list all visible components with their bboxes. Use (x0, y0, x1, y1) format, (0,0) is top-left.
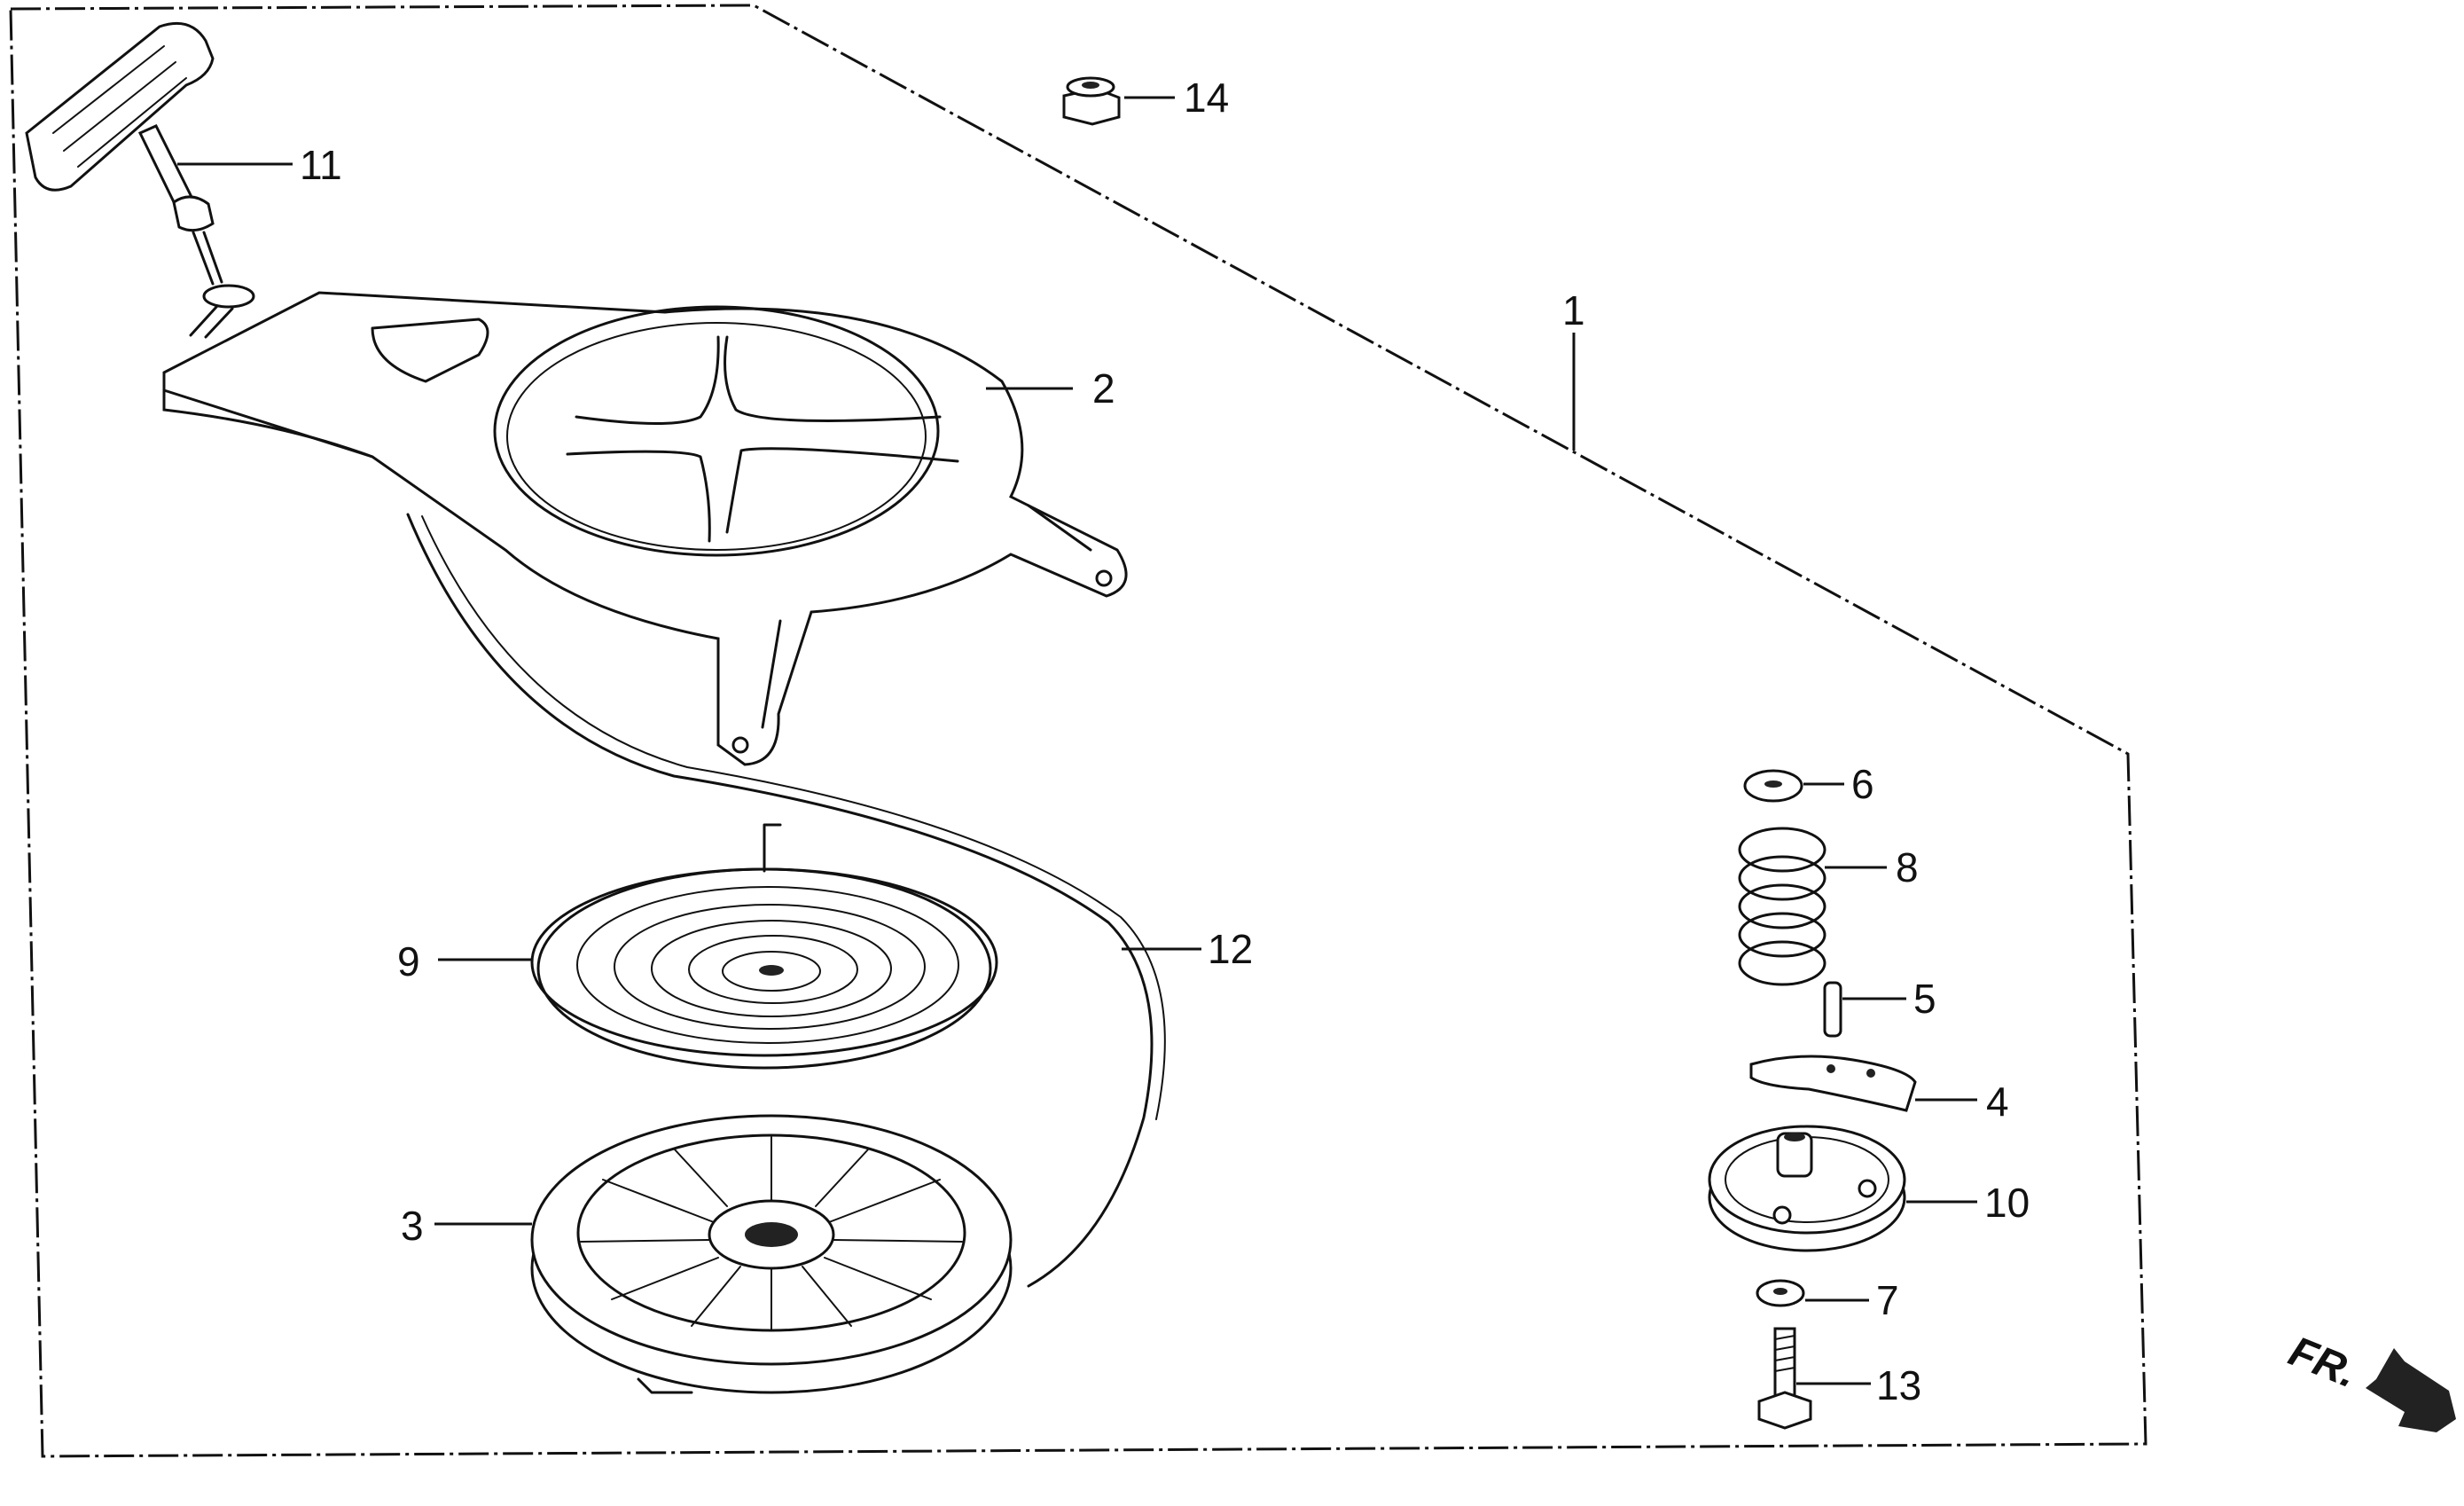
callout-7: 7 (1876, 1277, 1899, 1323)
bolt-part-13 (1757, 1327, 1812, 1430)
callout-8: 8 (1896, 844, 1919, 890)
callout-9: 9 (397, 938, 420, 984)
washer-part-7 (1756, 1279, 1805, 1307)
callout-11: 11 (300, 142, 342, 188)
callout-5: 5 (1913, 976, 1936, 1022)
reel-part-3 (530, 1114, 1013, 1394)
recoil-spring-part-9 (530, 823, 998, 1070)
flange-nut-part-14 (1062, 76, 1121, 126)
callout-14: 14 (1184, 75, 1229, 121)
ratchet-guide-part-10 (1708, 1125, 1906, 1252)
callout-4: 4 (1986, 1079, 2009, 1125)
assembly-outline (9, 4, 2147, 1458)
callout-6: 6 (1851, 761, 1874, 807)
callout-10: 10 (1984, 1180, 2030, 1226)
ratchet-part-4 (1749, 1055, 1917, 1112)
front-direction-label: FR. (2282, 1328, 2364, 1397)
starter-grip-part-11 (25, 21, 255, 339)
friction-spring-part-8 (1738, 827, 1826, 986)
starter-case-part-2 (162, 291, 1128, 766)
front-direction-arrow-icon (2366, 1348, 2456, 1432)
washer-part-6 (1743, 769, 1803, 803)
starter-rope-part-12 (406, 513, 1154, 1288)
pin-part-5 (1823, 981, 1842, 1038)
callout-3: 3 (401, 1203, 424, 1249)
callout-1: 1 (1562, 287, 1585, 333)
callout-2: 2 (1092, 365, 1115, 412)
callout-13: 13 (1876, 1362, 1921, 1408)
callout-12: 12 (1208, 926, 1253, 972)
